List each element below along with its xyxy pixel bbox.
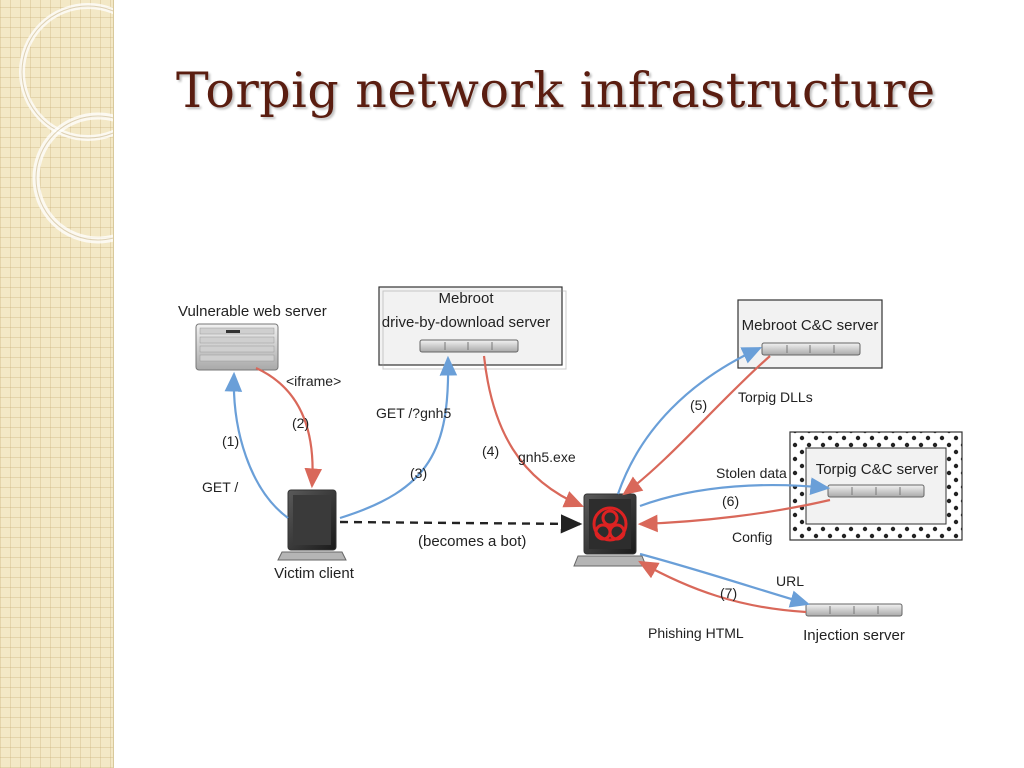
vulnerable-web-server: Vulnerable web server bbox=[178, 303, 327, 371]
arrow-stolen-data bbox=[639, 477, 831, 508]
step-3-label: (3) bbox=[410, 465, 427, 481]
arrow-url bbox=[639, 552, 811, 608]
becomes-bot-label: (becomes a bot) bbox=[418, 533, 526, 550]
victim-client-label: Victim client bbox=[274, 565, 355, 582]
mebroot-dbd-label-line2: drive-by-download server bbox=[382, 314, 550, 331]
torpig-cc-label: Torpig C&C server bbox=[816, 461, 939, 478]
arrow-config bbox=[637, 498, 831, 533]
arrow-to-mebroot-cc bbox=[616, 346, 763, 495]
step-2-label: (2) bbox=[292, 415, 309, 431]
step-6-label: (6) bbox=[722, 493, 739, 509]
arrow-becomes-bot bbox=[339, 514, 583, 534]
laptop-icon bbox=[277, 489, 347, 561]
mebroot-cc-label: Mebroot C&C server bbox=[742, 317, 879, 334]
stolen-data-label: Stolen data bbox=[716, 465, 787, 481]
arrow-torpig-dlls bbox=[622, 355, 771, 496]
get-gnh5-label: GET /?gnh5 bbox=[376, 405, 451, 421]
decorative-circles bbox=[19, 3, 113, 244]
arrow-phishing-html bbox=[638, 560, 807, 614]
decorative-sidebar bbox=[0, 0, 114, 768]
arrow-get-root bbox=[224, 371, 289, 519]
biohazard-icon bbox=[592, 506, 628, 542]
torpig-cc-server: Torpig C&C server bbox=[789, 431, 963, 541]
rack-server-icon bbox=[827, 484, 925, 498]
step-4-label: (4) bbox=[482, 443, 499, 459]
step-7-label: (7) bbox=[720, 585, 737, 601]
injection-server: Injection server bbox=[803, 603, 905, 644]
phishing-html-label: Phishing HTML bbox=[648, 625, 744, 641]
mebroot-dbd-server: Mebroot drive-by-download server bbox=[378, 286, 567, 370]
rack-server-icon bbox=[761, 342, 861, 356]
torpig-diagram: Vulnerable web server Mebroot drive-by-d… bbox=[178, 286, 963, 644]
arrow-gnh5-exe bbox=[482, 355, 585, 508]
arrow-iframe bbox=[255, 366, 323, 489]
torpig-dlls-label: Torpig DLLs bbox=[738, 389, 813, 405]
step-5-label: (5) bbox=[690, 397, 707, 413]
mebroot-dbd-label-line1: Mebroot bbox=[438, 290, 494, 307]
server-icon bbox=[195, 323, 279, 371]
get-root-label: GET / bbox=[202, 479, 238, 495]
bot-machine bbox=[573, 493, 647, 567]
victim-client: Victim client bbox=[274, 489, 355, 582]
injection-server-label: Injection server bbox=[803, 627, 905, 644]
config-label: Config bbox=[732, 529, 772, 545]
gnh5-exe-label: gnh5.exe bbox=[518, 449, 576, 465]
rack-server-icon bbox=[419, 339, 519, 353]
arrow-get-gnh5 bbox=[339, 355, 458, 520]
mebroot-cc-server: Mebroot C&C server bbox=[737, 299, 883, 369]
vulnerable-web-server-label: Vulnerable web server bbox=[178, 303, 327, 320]
url-label: URL bbox=[776, 573, 804, 589]
step-1-label: (1) bbox=[222, 433, 239, 449]
rack-server-icon bbox=[805, 603, 903, 617]
slide-title: Torpig network infrastructure bbox=[176, 62, 936, 119]
iframe-label: <iframe> bbox=[286, 373, 341, 389]
